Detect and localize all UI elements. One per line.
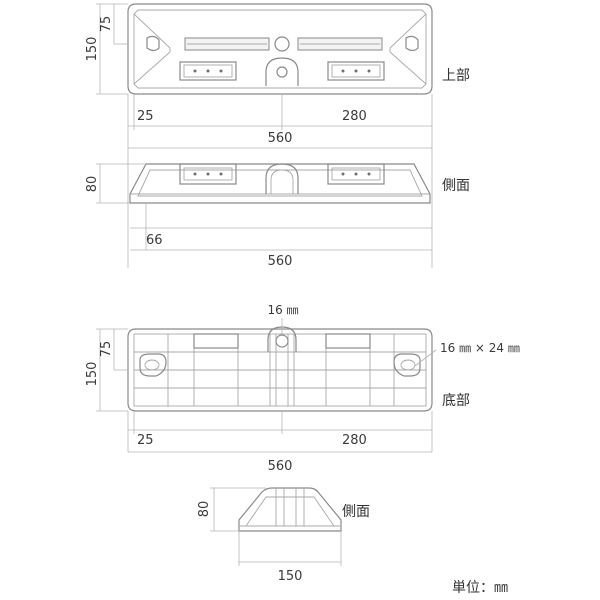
dim-top-length-560: 560	[268, 131, 293, 146]
bottom-slot-left	[139, 353, 167, 377]
top-view-inner-bevel	[133, 9, 427, 89]
dim-bottom-height-150: 150	[85, 362, 100, 387]
side-recess-right	[327, 163, 385, 185]
center-hole-top	[274, 36, 290, 52]
side-view-dimensions: 80 66 560	[85, 163, 432, 269]
label-bottom-view: 底部	[442, 393, 470, 409]
label-top-view: 上部	[442, 68, 470, 84]
dim-bottom-length-560: 560	[268, 459, 293, 474]
dim-bottom-offset-25: 25	[137, 433, 154, 448]
bottom-slot-right	[393, 353, 421, 377]
top-view	[127, 3, 433, 95]
end-side-view	[238, 487, 342, 532]
bottom-view	[127, 326, 433, 412]
bottom-view-dimensions: 150 75 25 280 560 16 ㎜ 16 ㎜ × 24 ㎜	[85, 303, 520, 474]
center-notch-top	[265, 57, 299, 86]
top-view-dimensions: 150 75 25 280 560	[85, 3, 433, 268]
unit-note: 単位：㎜	[452, 580, 508, 596]
callout-round-hole: 16 ㎜	[267, 303, 298, 317]
dim-side-height-80: 80	[85, 176, 100, 193]
dim-bottom-height-75: 75	[99, 341, 114, 358]
right-hole-top	[405, 35, 419, 52]
label-side-view: 側面	[442, 178, 470, 194]
bottom-center-hole	[275, 334, 289, 348]
side-view	[129, 163, 431, 204]
dim-side-length-560: 560	[268, 254, 293, 269]
dim-end-width-150: 150	[278, 569, 303, 584]
dim-bottom-center-280: 280	[342, 433, 367, 448]
dim-top-height-150: 150	[85, 37, 100, 62]
handle-recess-left	[179, 61, 237, 81]
handle-recess-right	[327, 61, 385, 81]
side-recess-left	[179, 163, 237, 185]
side-center-arch	[265, 163, 299, 194]
dim-end-height-80: 80	[197, 501, 212, 518]
dim-top-offset-25: 25	[137, 109, 154, 124]
bottom-view-outline	[127, 328, 433, 412]
dim-top-height-75: 75	[99, 16, 114, 33]
label-end-side-view: 側面	[342, 504, 370, 520]
end-view-dimensions: 80 150	[197, 487, 342, 584]
callout-slot-hole: 16 ㎜ × 24 ㎜	[440, 341, 520, 355]
end-view-outline	[238, 487, 342, 532]
top-view-outline	[127, 3, 433, 95]
left-hole-top	[146, 35, 160, 52]
dim-top-center-280: 280	[342, 109, 367, 124]
dim-side-offset-66: 66	[146, 233, 163, 248]
